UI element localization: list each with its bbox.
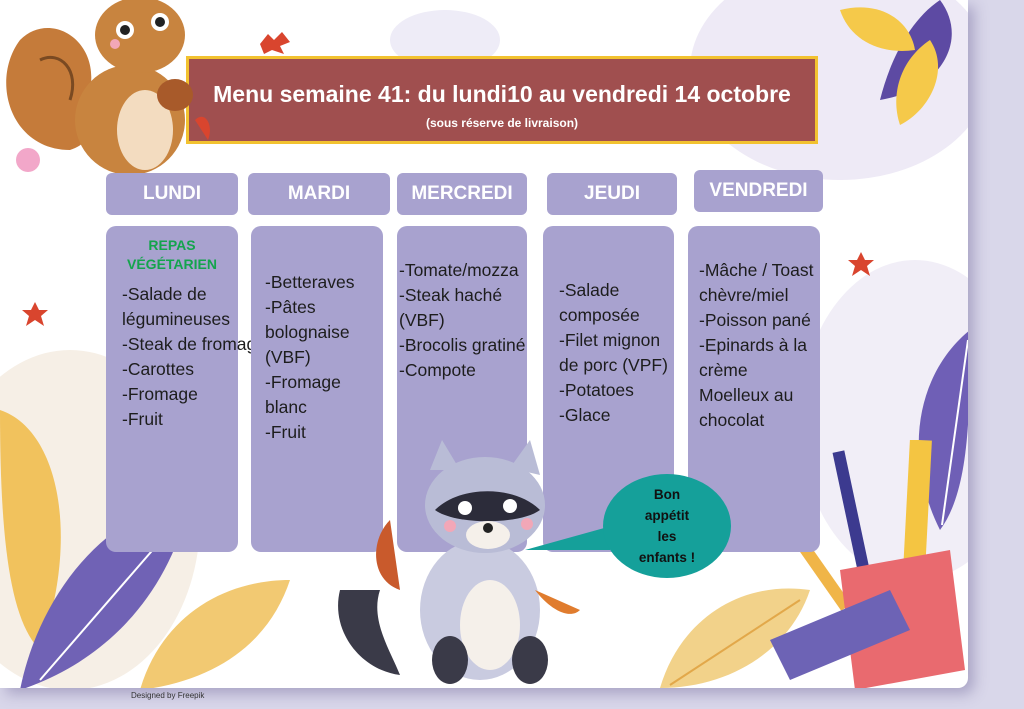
day-header-vendredi: VENDREDI [694,170,823,212]
raccoon-illustration [338,440,580,684]
autumn-leaf-icon [260,32,290,54]
leaf-decoration-icon [840,0,952,125]
leaf-decoration-icon [660,588,810,688]
menu-item: -Pâtes bolognaise (VBF) [265,297,350,367]
day-column-lundi: REPAS VÉGÉTARIEN -Salade de légumineuses… [106,226,266,552]
menu-item: -Fruit [265,422,306,442]
menu-item: -Fruit [122,409,163,429]
menu-item: -Salade de légumineuses [122,284,230,329]
menu-list: -Betteraves -Pâtes bolognaise (VBF) -Fro… [265,270,380,445]
menu-item: -Compote [399,360,476,380]
menu-list: -Mâche / Toast chèvre/miel -Poisson pané… [699,258,817,433]
speech-bubble: Bon appétit les enfants ! [603,474,731,578]
menu-list: -Salade de légumineuses -Steak de fromag… [122,282,272,432]
menu-item: -Tomate/mozza [399,260,519,280]
day-header-lundi: LUNDI [106,173,238,215]
menu-item: -Mâche / Toast chèvre/miel [699,260,814,305]
speech-bubble-tail [525,525,615,550]
menu-item: -Poisson pané [699,310,811,330]
day-header-jeudi: JEUDI [547,173,677,215]
menu-list: -Tomate/mozza -Steak haché (VBF) -Brocol… [399,258,531,383]
pencil-icon [832,450,876,600]
menu-item: -Epinards à la crème [699,335,807,380]
menu-item: -Carottes [122,359,194,379]
day-header-mercredi: MERCREDI [397,173,527,215]
menu-item: -Betteraves [265,272,355,292]
menu-item: -Fromage [122,384,198,404]
autumn-leaf-icon [22,302,48,326]
menu-item: Moelleux au chocolat [699,385,794,430]
ruler-icon [902,440,932,591]
menu-list: -Salade composée -Filet mignon de porc (… [559,278,677,428]
menu-item: -Potatoes [559,380,634,400]
page-subtitle: (sous réserve de livraison) [425,116,579,130]
menu-item: -Filet mignon de porc (VPF) [559,330,668,375]
vegetarian-note: REPAS VÉGÉTARIEN [127,237,217,272]
menu-item: -Brocolis gratiné [399,335,526,355]
menu-page: Menu semaine 41: du lundi10 au vendredi … [0,0,968,688]
menu-item: -Steak de fromage [122,334,266,354]
page-title: Menu semaine 41: du lundi10 au vendredi … [213,81,791,107]
menu-item: -Glace [559,405,611,425]
day-header-mardi: MARDI [248,173,390,215]
menu-item: -Steak haché (VBF) [399,285,503,330]
day-column-mardi: -Betteraves -Pâtes bolognaise (VBF) -Fro… [251,226,383,552]
leaf-decoration-icon [918,331,968,530]
menu-item: -Salade composée [559,280,640,325]
menu-item: -Fromage blanc [265,372,341,417]
autumn-leaf-icon [848,252,874,276]
leaf-decoration-icon [0,410,290,688]
squirrel-illustration [6,0,210,175]
title-banner: Menu semaine 41: du lundi10 au vendredi … [186,56,818,144]
credit-text: Designed by Freepik [131,691,205,700]
